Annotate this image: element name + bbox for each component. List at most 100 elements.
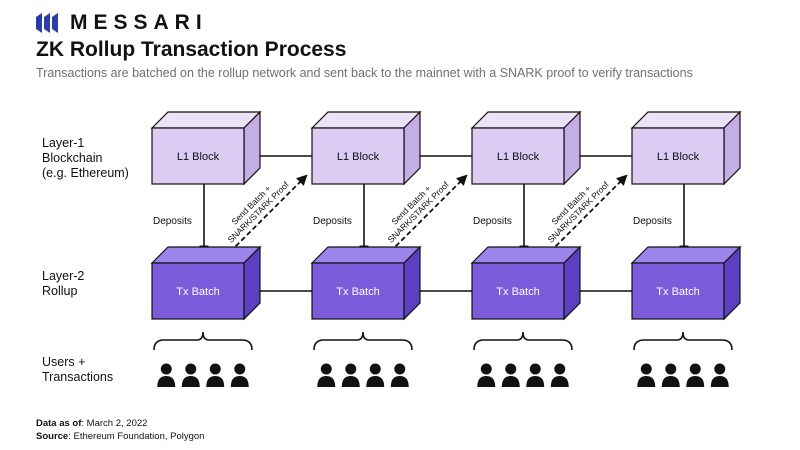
person-body [637,376,656,387]
person-body [181,376,200,387]
l1-block-label: L1 Block [497,151,540,163]
data-as-of-label: Data as of [36,418,82,429]
l1-block: L1 Block [150,110,262,186]
layer1-row-label: Layer-1 Blockchain (e.g. Ethereum) [42,136,129,181]
l1-block-label: L1 Block [657,151,700,163]
brand-name: MESSARI [70,11,208,34]
person-head [689,363,701,375]
send-batch-label-line: SNARK/STARK Proof [546,179,612,245]
person-head [665,363,677,375]
person-head [529,363,541,375]
tx-batch-front [151,262,245,320]
l1-block: L1 Block [470,110,582,186]
data-as-of-value: : March 2, 2022 [81,418,148,429]
tx-batch-top [310,246,422,264]
deposit-label: Deposits [473,216,512,227]
person-body [230,376,249,387]
person-body [501,376,520,387]
person-head [554,363,566,375]
send-batch-arrow [229,174,308,253]
send-batch-label-line: SNARK/STARK Proof [386,179,452,245]
person-head [209,363,221,375]
users-label-line: Transactions [42,370,114,384]
source-label: Source [36,431,69,442]
tx-batch-label: Tx Batch [656,286,699,298]
users-row-label: Users + Transactions [42,355,113,385]
layer2-row-label: Layer-2 Rollup [42,269,84,299]
blocks: L1 Block L1 Block L1 Block L1 Block Tx Batch… [150,110,742,321]
source-value: : Ethereum Foundation, Polygon [68,431,205,442]
deposit-label: Deposits [633,216,672,227]
brace-icon [633,331,733,351]
person-head [185,363,197,375]
person-head [345,363,357,375]
tx-batch: Tx Batch [630,245,742,321]
person-icon [157,363,176,387]
person-icon [501,363,520,387]
l1-block: L1 Block [310,110,422,186]
tx-batch-front [311,262,405,320]
source-note: Source: Ethereum Foundation, Polygon [36,431,204,442]
person-body [661,376,680,387]
tx-batch-top [630,246,742,264]
person-icon [710,363,729,387]
brace-icon [313,331,413,351]
person-body [341,376,360,387]
tx-batch: Tx Batch [470,245,582,321]
tx-batch-label: Tx Batch [176,286,219,298]
tx-batch-label: Tx Batch [496,286,539,298]
deposit-label: Deposits [313,216,352,227]
person-icon [477,363,496,387]
l1-block-front [311,127,405,185]
layer1-label-line: (e.g. Ethereum) [42,166,129,180]
tx-batch: Tx Batch [150,245,262,321]
person-icon [230,363,249,387]
brand-logo: MESSARI [36,11,208,35]
person-head [714,363,726,375]
l1-block-front [471,127,565,185]
person-body [390,376,409,387]
person-icon [181,363,200,387]
l1-block-front [151,127,245,185]
person-head [640,363,652,375]
person-body [206,376,225,387]
l1-block-top [470,111,582,129]
page-subtitle: Transactions are batched on the rollup n… [36,66,693,80]
person-head [320,363,332,375]
person-head [394,363,406,375]
l1-block-top [150,111,262,129]
page-title: ZK Rollup Transaction Process [36,38,347,61]
users-label-line: Users + [42,355,86,369]
send-batch-arrow [549,174,628,253]
deposit-label: Deposits [153,216,192,227]
person-icon [526,363,545,387]
person-icon [341,363,360,387]
l1-block-top [630,111,742,129]
person-head [369,363,381,375]
layer2-label-line: Layer-2 [42,269,85,283]
messari-logo-icon [36,13,58,33]
person-body [550,376,569,387]
person-head [505,363,517,375]
person-body [710,376,729,387]
person-body [317,376,336,387]
send-batch-label-line: SNARK/STARK Proof [226,179,292,245]
l1-block: L1 Block [630,110,742,186]
person-icon [661,363,680,387]
person-head [234,363,246,375]
user-groups [153,331,733,387]
tx-batch-label: Tx Batch [336,286,379,298]
tx-batch-top [150,246,262,264]
layer2-label-line: Rollup [42,284,78,298]
person-icon [686,363,705,387]
brace-icon [153,331,253,351]
person-body [366,376,385,387]
l1-block-label: L1 Block [177,151,220,163]
tx-batch-front [471,262,565,320]
l1-block-front [631,127,725,185]
person-icon [206,363,225,387]
person-body [686,376,705,387]
brace-icon [473,331,573,351]
l1-block-top [310,111,422,129]
